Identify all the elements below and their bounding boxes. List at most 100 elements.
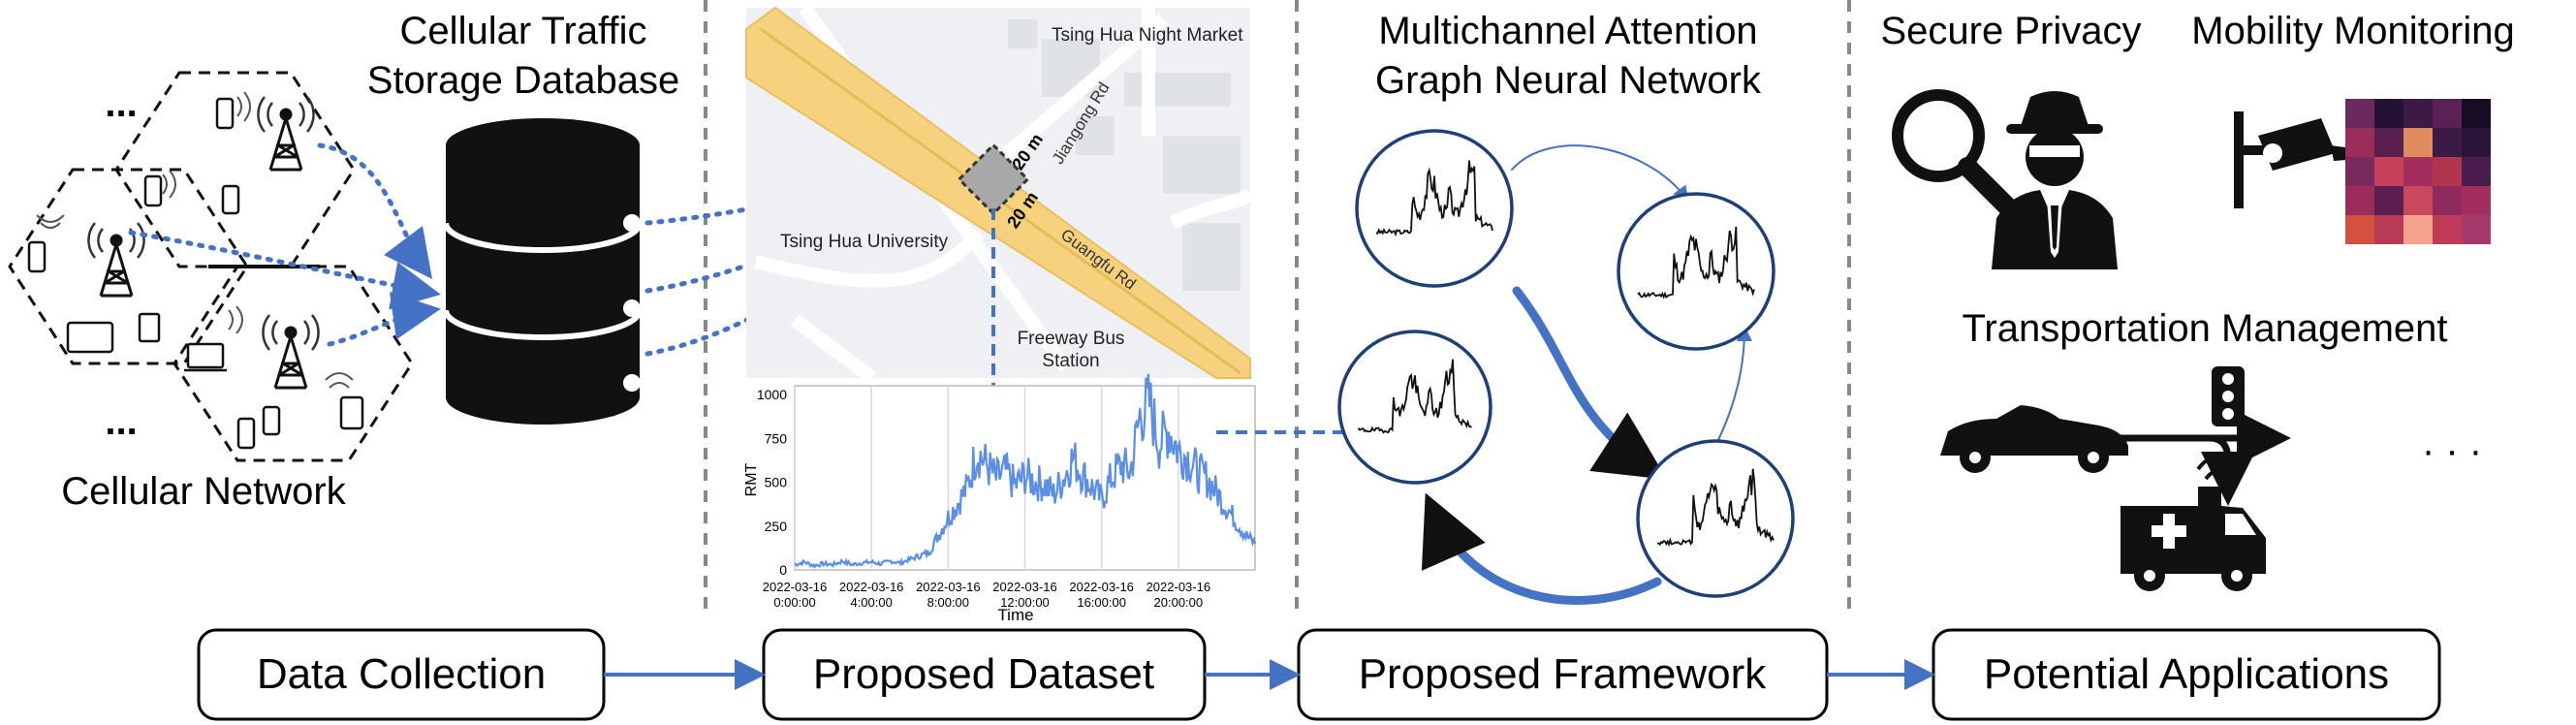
database-icon xyxy=(443,118,643,425)
section-separators xyxy=(704,0,1851,615)
cellular-network-label: Cellular Network xyxy=(61,470,346,513)
stage-label: Data Collection xyxy=(257,650,546,698)
chart-y-tick-label: 0 xyxy=(779,562,787,578)
chart-y-tick-label: 250 xyxy=(765,519,788,534)
cell-tower-icon xyxy=(87,222,145,298)
heatmap-cell xyxy=(2403,99,2433,128)
chart-y-tick-label: 750 xyxy=(765,430,788,446)
heatmap-cell xyxy=(2403,215,2433,244)
car-icon xyxy=(1940,405,2128,473)
chart-x-tick-label: 2022-03-16 xyxy=(1147,580,1211,594)
graph-node xyxy=(1617,192,1775,351)
secure-privacy-label: Secure Privacy xyxy=(1881,10,2142,52)
tablet-icon xyxy=(138,312,364,430)
heatmap-cell xyxy=(2403,157,2433,186)
graph-node xyxy=(1636,439,1795,598)
traffic-light-icon xyxy=(2212,366,2245,426)
chart-x-ticks: 2022-03-160:00:002022-03-164:00:002022-0… xyxy=(763,580,1210,610)
heatmap-cell xyxy=(2433,215,2462,244)
heatmap-cell xyxy=(2345,157,2374,186)
map-label-bus-station-1: Freeway Bus xyxy=(1018,329,1125,349)
applications-ellipsis: · · · xyxy=(2422,429,2482,472)
chart-y-tick-label: 500 xyxy=(765,475,788,490)
cell-bottom xyxy=(173,265,414,462)
mobility-monitoring-label: Mobility Monitoring xyxy=(2191,10,2514,52)
chart-x-tick-label: 2022-03-16 xyxy=(763,580,828,594)
heatmap-cell xyxy=(2433,157,2462,186)
signal-waves xyxy=(36,91,354,389)
spy-icon xyxy=(1992,91,2118,269)
stage-label: Potential Applications xyxy=(1984,650,2389,698)
chart-x-tick-label: 2022-03-16 xyxy=(839,580,904,594)
heatmap-cell xyxy=(2345,186,2374,215)
graph-edges xyxy=(1421,144,1752,605)
graph-nodes xyxy=(1337,129,1795,598)
chart-x-tick-label: 20:00:00 xyxy=(1154,595,1204,610)
graph-node xyxy=(1355,129,1514,288)
heatmap-cell xyxy=(2374,157,2403,186)
mobility-heatmap xyxy=(2345,99,2491,244)
heatmap-cell xyxy=(2433,99,2462,128)
magnifier-icon xyxy=(1892,89,2018,217)
heatmap-cell xyxy=(2462,157,2491,186)
svg-text:RMT: RMT xyxy=(743,462,760,496)
ellipsis-bottom: ... xyxy=(105,400,137,443)
data-flow-arrows xyxy=(128,142,441,347)
heatmap-cell xyxy=(2345,99,2374,128)
heatmap-cell xyxy=(2374,186,2403,215)
map-label-night-market: Tsing Hua Night Market xyxy=(1052,25,1243,46)
framework-section: Multichannel Attention Graph Neural Netw… xyxy=(1337,10,1795,605)
map-label-bus-station-2: Station xyxy=(1042,351,1099,371)
framework-title-line2: Graph Neural Network xyxy=(1375,59,1762,102)
chart-x-tick-label: 2022-03-16 xyxy=(992,580,1057,594)
cellular-cells xyxy=(8,71,414,462)
chart-x-tick-label: 8:00:00 xyxy=(927,595,969,610)
heatmap-cell xyxy=(2462,215,2491,244)
framework-title-line1: Multichannel Attention xyxy=(1378,10,1757,52)
chart-x-tick-label: 2022-03-16 xyxy=(1069,580,1134,594)
heatmap-cell xyxy=(2374,128,2403,157)
heatmap-cell xyxy=(2462,99,2491,128)
chart-x-tick-label: 0:00:00 xyxy=(773,595,815,610)
heatmap-cell xyxy=(2374,215,2403,244)
stage-label: Proposed Dataset xyxy=(813,650,1154,698)
phone-icon xyxy=(27,97,281,450)
graph-node xyxy=(1337,330,1492,485)
map-panel: 20 m 20 m Tsing Hua Night Market Jiangon… xyxy=(745,3,1255,384)
chart-x-tick-label: 16:00:00 xyxy=(1077,595,1126,610)
dataset-section: 20 m 20 m Tsing Hua Night Market Jiangon… xyxy=(743,3,1382,624)
transportation-label: Transportation Management xyxy=(1962,307,2447,350)
heatmap-cell xyxy=(2403,186,2433,215)
pipeline: Data Collection Proposed Dataset Propose… xyxy=(197,628,2441,721)
heatmap-cell xyxy=(2462,186,2491,215)
chart-series-line xyxy=(794,373,1257,569)
chart-x-axis-label: Time xyxy=(997,606,1033,624)
database-title-line1: Cellular Traffic xyxy=(400,10,647,52)
heatmap-cell xyxy=(2403,128,2433,157)
collection-section: Cellular Traffic Storage Database ... ..… xyxy=(8,10,969,513)
stage-label: Proposed Framework xyxy=(1359,650,1768,698)
heatmap-cell xyxy=(2345,128,2374,157)
heatmap-cell xyxy=(2433,186,2462,215)
laptop-icon xyxy=(66,321,227,372)
cell-tower-icon xyxy=(257,96,315,172)
chart-gridlines xyxy=(794,386,1179,570)
heatmap-cell xyxy=(2433,128,2462,157)
chart-x-tick-label: 4:00:00 xyxy=(850,595,892,610)
chart-x-tick-label: 2022-03-16 xyxy=(916,580,981,594)
security-camera-icon xyxy=(2234,111,2347,208)
cell-tower-icon xyxy=(262,314,320,390)
ellipsis-top: ... xyxy=(105,82,137,125)
grid-cell-highlight xyxy=(957,142,1030,216)
chart-y-axis-label: RMT xyxy=(743,462,760,496)
applications-section: Secure Privacy Mobility Monitoring T xyxy=(1881,10,2515,591)
map-label-university: Tsing Hua University xyxy=(780,232,949,252)
heatmap-cell xyxy=(2374,99,2403,128)
ambulance-icon xyxy=(2120,455,2266,591)
chart-x-tick-label: 12:00:00 xyxy=(1000,595,1050,610)
heatmap-cell xyxy=(2462,128,2491,157)
heatmap-cell xyxy=(2345,215,2374,244)
